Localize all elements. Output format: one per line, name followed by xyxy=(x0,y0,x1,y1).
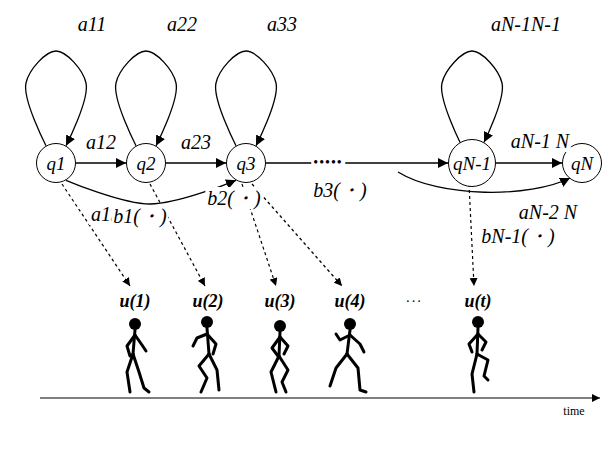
transition-probability: a12 xyxy=(84,131,118,153)
state-label: q2 xyxy=(137,154,156,173)
observation-label: u(4) xyxy=(333,292,368,312)
transition-arrow xyxy=(266,162,448,163)
transition-probability: aN-1N-1 xyxy=(489,13,563,35)
state-circle: q1 xyxy=(36,143,76,183)
axis-label: time xyxy=(561,405,586,418)
observation-label: u(3) xyxy=(263,292,298,312)
emission-function: b3(・) xyxy=(311,179,368,201)
self-transition xyxy=(26,51,87,146)
stick-figure xyxy=(193,316,219,392)
time-axis xyxy=(40,397,600,398)
transition-arrow xyxy=(166,162,226,163)
emission-function: b1(・) xyxy=(111,205,168,227)
state-label: qN xyxy=(571,154,593,173)
stick-figure xyxy=(127,318,149,392)
transition-probability: a22 xyxy=(165,13,199,35)
stick-figure xyxy=(271,320,288,392)
transition-arrow xyxy=(496,162,562,163)
stick-figure xyxy=(330,318,366,392)
transition-arrow xyxy=(76,162,126,163)
transition-probability: aN-2 N xyxy=(517,201,579,223)
transition-probability: ••••• xyxy=(311,155,345,170)
transition-probability: a23 xyxy=(179,131,213,153)
emission-function: b2(・) xyxy=(205,187,262,209)
observation-label: u(1) xyxy=(118,292,153,312)
ellipsis: ··· xyxy=(404,294,425,309)
state-label: qN-1 xyxy=(453,154,491,173)
state-circle: qN-1 xyxy=(448,139,496,187)
observation-label: u(2) xyxy=(191,292,226,312)
state-circle: q2 xyxy=(126,143,166,183)
observation-label: u(t) xyxy=(463,292,494,312)
self-transition xyxy=(442,51,503,142)
self-transition xyxy=(116,51,177,146)
emission-leader xyxy=(469,184,474,286)
transition-probability: aN-1 N xyxy=(509,130,571,152)
self-transition xyxy=(216,51,277,146)
state-label: q3 xyxy=(237,154,256,173)
transition-probability: a11 xyxy=(76,13,109,35)
transition-probability: a33 xyxy=(265,13,299,35)
state-circle: q3 xyxy=(226,143,266,183)
state-label: q1 xyxy=(47,154,66,173)
stick-figure xyxy=(469,316,488,392)
emission-leaders xyxy=(62,184,474,286)
stick-figures xyxy=(127,316,488,392)
emission-function: bN-1(・) xyxy=(479,225,556,247)
